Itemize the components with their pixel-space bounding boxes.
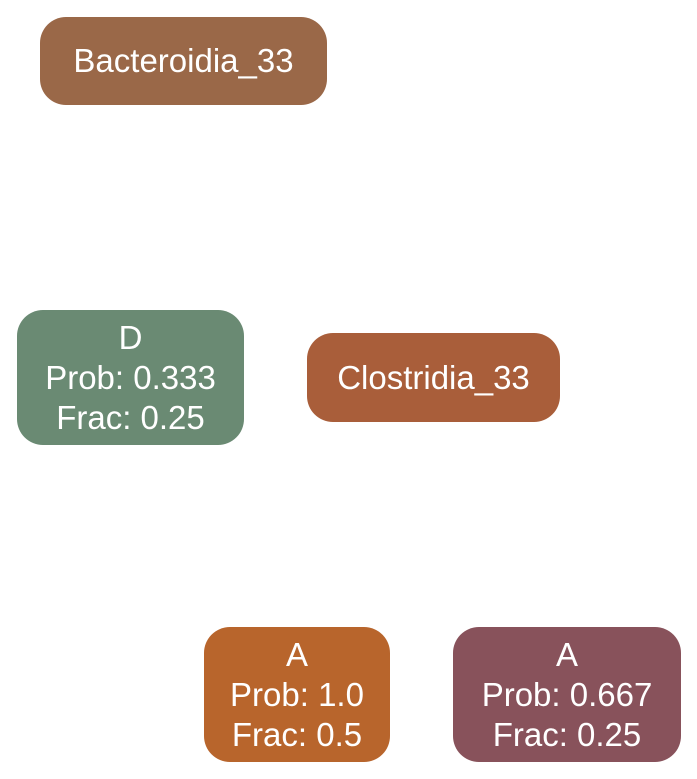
- node-d: D Prob: 0.333 Frac: 0.25: [17, 310, 244, 445]
- node-a1-prob: Prob: 1.0: [230, 675, 364, 713]
- node-a-prob-0667: A Prob: 0.667 Frac: 0.25: [453, 627, 681, 762]
- node-a1-label: A: [285, 635, 308, 673]
- node-d-prob: Prob: 0.333: [45, 358, 216, 396]
- node-d-label: D: [118, 318, 143, 356]
- node-a2-label: A: [555, 635, 578, 673]
- node-a-prob-1: A Prob: 1.0 Frac: 0.5: [204, 627, 390, 762]
- node-clostridia: Clostridia_33: [307, 333, 560, 422]
- node-clostridia-label: Clostridia_33: [337, 358, 530, 396]
- node-d-frac: Frac: 0.25: [56, 398, 205, 436]
- node-a2-frac: Frac: 0.25: [492, 715, 642, 753]
- node-bacteroidia: Bacteroidia_33: [40, 17, 327, 105]
- node-bacteroidia-label: Bacteroidia_33: [73, 42, 294, 79]
- node-a2-prob: Prob: 0.667: [481, 675, 653, 713]
- node-a1-frac: Frac: 0.5: [231, 715, 363, 753]
